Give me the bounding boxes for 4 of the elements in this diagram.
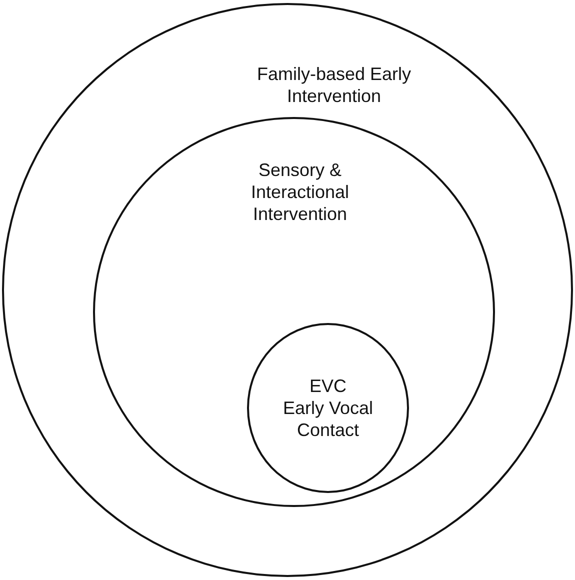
- circle-label: EVC: [309, 375, 346, 397]
- circle-label: Family-based Early Intervention: [256, 63, 412, 107]
- circle-label: Sensory & Interactional Intervention: [250, 159, 350, 225]
- circle-label: Early Vocal Contact: [282, 397, 374, 441]
